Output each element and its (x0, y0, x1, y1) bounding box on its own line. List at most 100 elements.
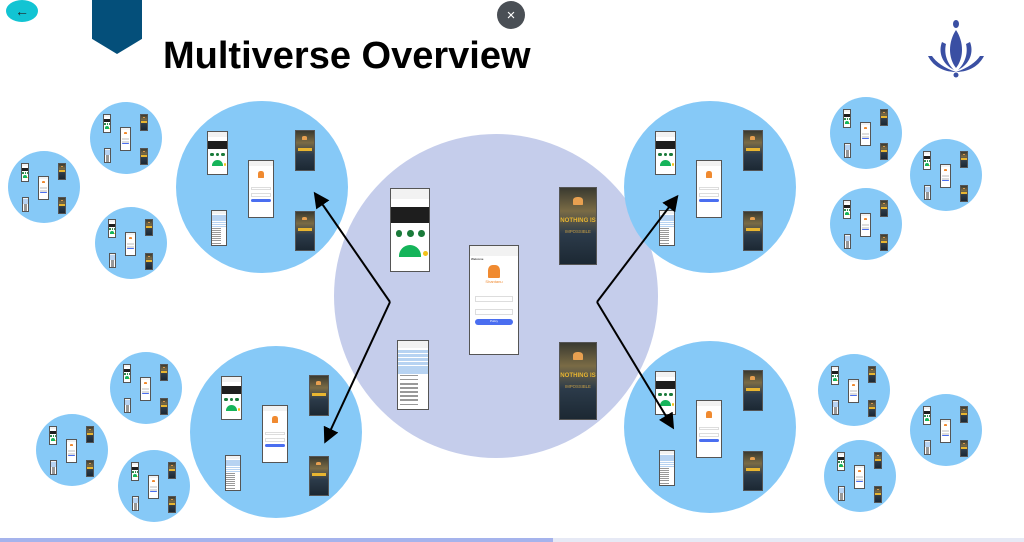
phone-screenshot-dashboard (107, 219, 117, 238)
list-row-highlighted (125, 400, 131, 402)
list-row-highlighted (398, 366, 428, 370)
browser-bar (121, 127, 131, 130)
phone-screenshot-list (104, 147, 112, 164)
username-field (67, 449, 76, 452)
phone-screenshot-login (940, 418, 952, 443)
phone-screenshot-poster (144, 219, 154, 237)
phone-screenshot-poster (742, 450, 763, 492)
progress-ring (928, 415, 930, 418)
progress-ring (669, 152, 673, 157)
username-field (861, 223, 870, 226)
list-row-highlighted (110, 257, 116, 259)
browser-bar (126, 232, 136, 235)
list-row-highlighted (925, 189, 931, 191)
progress-ring (215, 152, 220, 157)
list-row-highlighted (105, 152, 111, 154)
phone-screenshot-poster (959, 440, 969, 458)
phone-screenshot-dashboard (48, 426, 58, 445)
phone-screenshot-poster (873, 486, 883, 504)
phone-screenshot-login (140, 376, 152, 401)
password-field (251, 193, 271, 197)
browser-bar (696, 401, 721, 407)
list-row-highlighted (659, 455, 675, 458)
brand-logo-icon (852, 383, 855, 387)
list-row-highlighted (845, 145, 851, 147)
browser-bar (655, 131, 675, 137)
list-row-highlighted (125, 404, 131, 406)
phone-screenshot-login (860, 121, 872, 146)
lotus-logo-icon (749, 375, 756, 380)
brand-logo-icon (42, 180, 45, 184)
gauge-chart (211, 160, 223, 167)
list-row (226, 477, 236, 478)
progress-ring (838, 461, 840, 464)
gauge-chart (133, 474, 138, 478)
stats-band (221, 385, 241, 395)
list-row-highlighted (51, 464, 57, 465)
stats-band (923, 155, 931, 160)
progress-ring (663, 392, 668, 397)
list-row-highlighted (133, 499, 139, 500)
stats-band (207, 140, 227, 150)
phone-screenshot-login (860, 212, 872, 237)
list-row-highlighted (110, 259, 116, 261)
close-button[interactable]: × (497, 1, 525, 29)
list-row-highlighted (110, 257, 116, 258)
phone-screenshot-poster (57, 197, 67, 215)
login-button (126, 247, 135, 249)
username-field (861, 132, 870, 135)
browser-bar (211, 210, 227, 215)
list-row-highlighted (398, 358, 428, 362)
poster-headline (59, 170, 65, 172)
list-row-highlighted (845, 147, 851, 148)
list-row-highlighted (125, 402, 131, 403)
lotus-logo-icon (572, 197, 584, 205)
browser-bar (659, 450, 675, 455)
poster-headline (297, 147, 312, 151)
progress-ring (109, 228, 111, 231)
login-button (861, 137, 870, 139)
stats-band (843, 204, 851, 209)
list-row (226, 483, 236, 485)
brand-logo-icon (70, 443, 73, 447)
login-button (265, 443, 285, 447)
list-row-highlighted (51, 465, 57, 467)
lotus-logo-icon (61, 199, 63, 202)
browser-bar (861, 122, 871, 125)
list-row-highlighted (845, 238, 851, 239)
lotus-logo-icon (963, 187, 965, 190)
password-field (474, 308, 514, 316)
password-field (126, 245, 135, 248)
list-row-highlighted (925, 442, 931, 444)
list-row (660, 234, 670, 235)
phone-screenshot-dashboard (20, 163, 30, 182)
list-row-highlighted (110, 255, 116, 257)
poster-headline (745, 228, 760, 232)
progress-ring (846, 209, 848, 212)
back-button[interactable]: ← (6, 0, 38, 22)
list-row-highlighted (211, 223, 227, 226)
list-row-highlighted (839, 490, 845, 492)
progress-ring (106, 123, 108, 126)
progress-ring (846, 118, 848, 121)
progress-ring (832, 375, 834, 378)
brand-logo-icon (944, 423, 947, 427)
list-row (660, 230, 670, 231)
username-field (126, 242, 135, 245)
poster-headline (311, 392, 326, 396)
browser-bar (845, 143, 851, 145)
list-row (212, 238, 222, 240)
username-field (699, 426, 719, 431)
welcome-label: Welcome (470, 256, 484, 261)
phone-screenshot-login (38, 175, 50, 200)
list-row-highlighted (833, 406, 839, 408)
phone-screenshot-list (658, 209, 676, 247)
brand-logo-icon (944, 168, 947, 172)
browser-bar (659, 210, 675, 215)
password-field (699, 193, 719, 197)
fab-button (129, 377, 131, 379)
browser-bar (225, 455, 241, 460)
stats-band (108, 223, 116, 228)
password-field (141, 390, 150, 393)
